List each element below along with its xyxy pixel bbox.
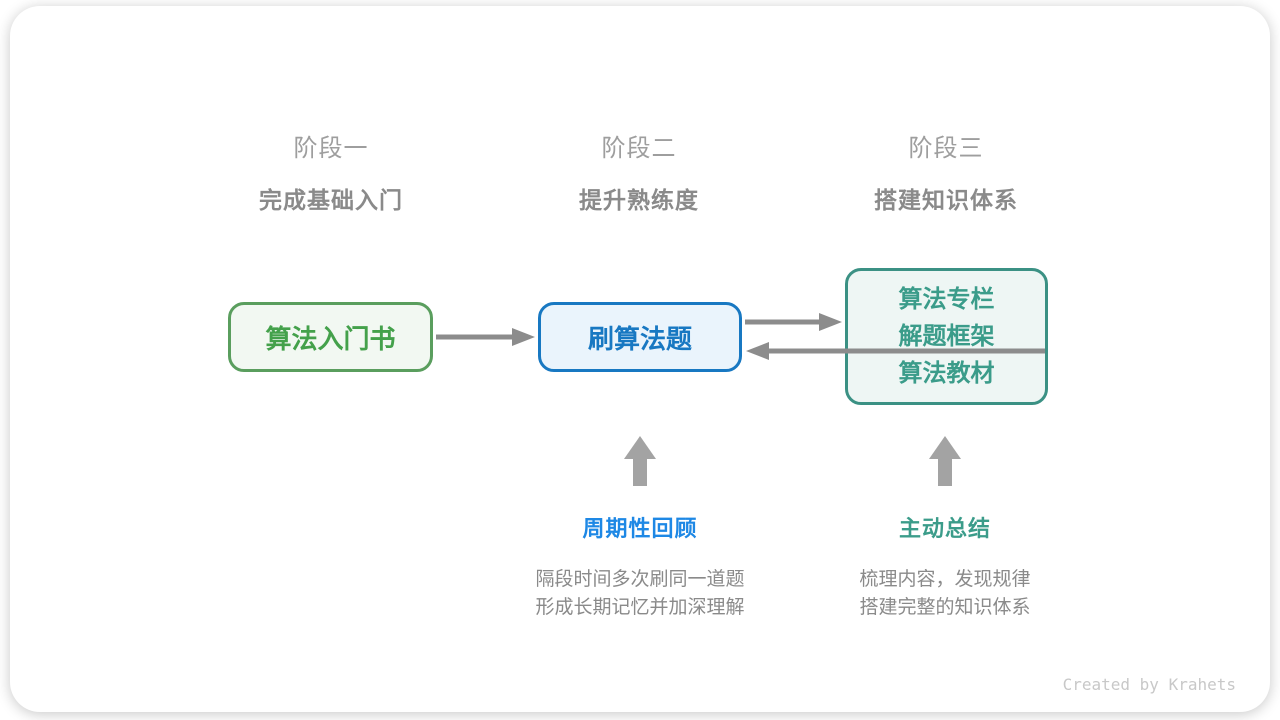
stage-1-title: 阶段一 xyxy=(293,134,369,162)
node-resources-line-3: 算法教材 xyxy=(898,359,995,387)
annotation-active-summary-title: 主动总结 xyxy=(898,517,991,542)
node-intro-book-label: 算法入门书 xyxy=(265,324,396,355)
node-intro-book: 算法入门书 xyxy=(228,302,433,372)
stage-3-subtitle: 搭建知识体系 xyxy=(874,188,1018,214)
node-practice-problems-label: 刷算法题 xyxy=(587,324,692,355)
annotation-periodic-review-line-2: 形成长期记忆并加深理解 xyxy=(535,596,745,618)
annotation-periodic-review-title: 周期性回顾 xyxy=(582,517,698,542)
stage-1-subtitle: 完成基础入门 xyxy=(259,188,403,214)
annotation-active-summary-line-2: 搭建完整的知识体系 xyxy=(859,596,1031,618)
node-resources-line-2: 解题框架 xyxy=(898,322,995,350)
annotation-periodic-review-line-1: 隔段时间多次刷同一道题 xyxy=(535,568,745,590)
stage-2-header: 阶段二 提升熟练度 xyxy=(479,128,799,215)
annotation-active-summary-desc: 梳理内容，发现规律 搭建完整的知识体系 xyxy=(775,565,1115,621)
stage-3-header: 阶段三 搭建知识体系 xyxy=(786,128,1106,215)
stage-2-subtitle: 提升熟练度 xyxy=(579,188,699,214)
stage-1-header: 阶段一 完成基础入门 xyxy=(171,128,491,215)
node-knowledge-resources: 算法专栏 解题框架 算法教材 xyxy=(845,268,1048,405)
annotation-periodic-review: 周期性回顾 隔段时间多次刷同一道题 形成长期记忆并加深理解 xyxy=(470,511,810,621)
annotation-active-summary-line-1: 梳理内容，发现规律 xyxy=(859,568,1031,590)
stage-2-title: 阶段二 xyxy=(601,134,677,162)
annotation-active-summary: 主动总结 梳理内容，发现规律 搭建完整的知识体系 xyxy=(775,511,1115,621)
credit-text: Created by Krahets xyxy=(1062,675,1236,694)
node-resources-line-1: 算法专栏 xyxy=(898,285,995,313)
node-practice-problems: 刷算法题 xyxy=(538,302,742,372)
annotation-periodic-review-desc: 隔段时间多次刷同一道题 形成长期记忆并加深理解 xyxy=(470,565,810,621)
stage-3-title: 阶段三 xyxy=(908,134,984,162)
